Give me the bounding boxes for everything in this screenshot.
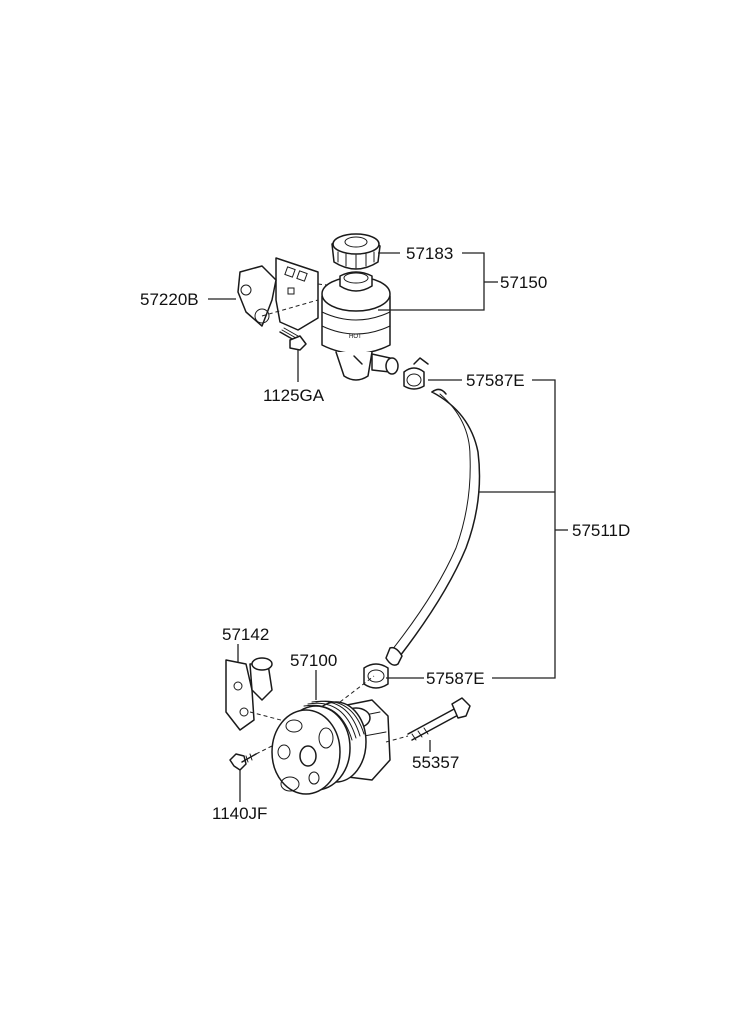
leader-lines (208, 252, 568, 802)
return-hose (385, 388, 481, 666)
label-1125ga: 1125GA (263, 386, 325, 405)
label-57220b: 57220B (140, 290, 199, 309)
label-57183: 57183 (406, 244, 453, 263)
hose-clamp-bottom (363, 663, 389, 689)
label-57100: 57100 (290, 651, 337, 670)
bolt-1125ga (279, 327, 307, 351)
hose-clamp-top (403, 357, 429, 390)
label-55357: 55357 (412, 753, 459, 772)
power-steering-pump (271, 675, 391, 795)
label-57511d: 57511D (572, 521, 630, 540)
reservoir-body: HOT (321, 271, 399, 381)
label-57150: 57150 (500, 273, 547, 292)
long-bolt (385, 697, 471, 743)
reservoir-cap (331, 233, 381, 270)
bolt-1140jf (229, 745, 273, 771)
reservoir-hot-mark: HOT (349, 334, 362, 340)
pump-bracket (225, 657, 297, 731)
label-57587e-top: 57587E (466, 371, 525, 390)
label-1140jf: 1140JF (212, 804, 267, 823)
label-57142: 57142 (222, 625, 269, 644)
part-labels: 57183 57150 57220B 1125GA 57587E 57511D … (140, 244, 630, 823)
label-57587e-bottom: 57587E (426, 669, 485, 688)
